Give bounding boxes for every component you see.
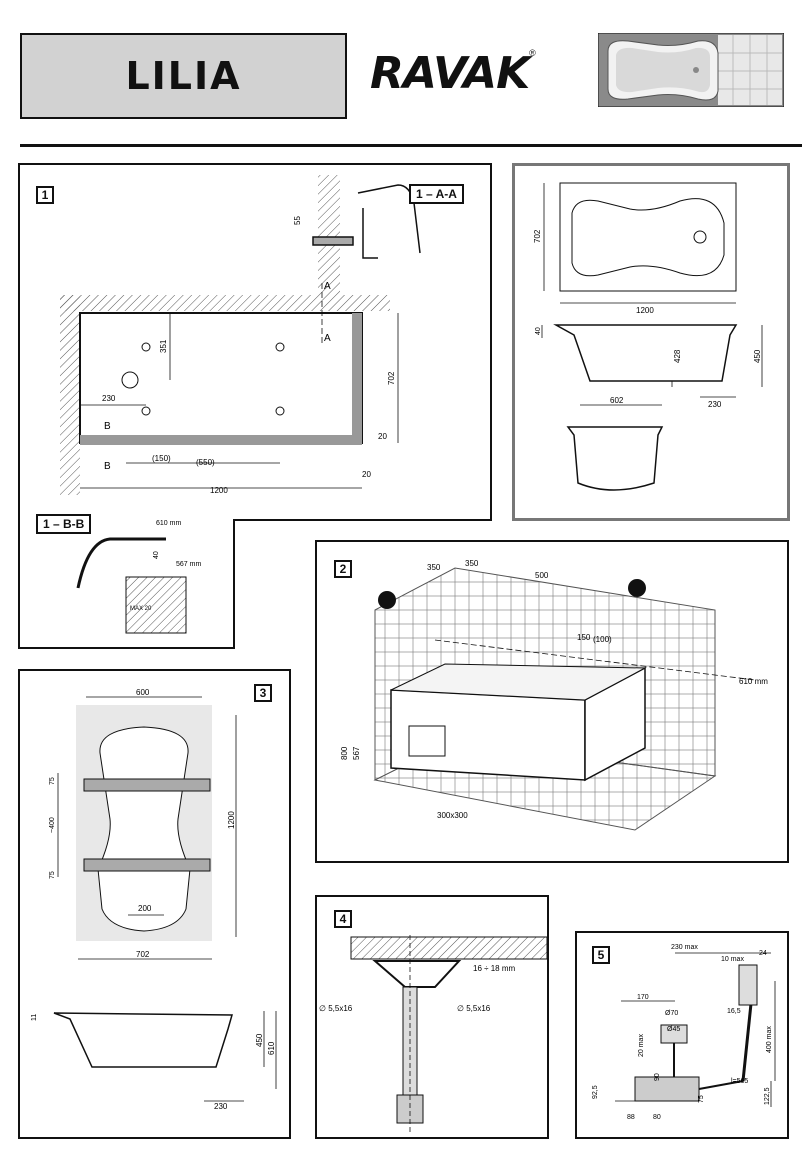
detail-aa-label: 1 – A-A bbox=[409, 184, 464, 204]
dim-100-s2: (100) bbox=[593, 635, 612, 644]
dim-400-s3: ~400 bbox=[49, 817, 56, 833]
bathtub-photo bbox=[598, 33, 784, 107]
dim-55: 55 bbox=[293, 216, 302, 225]
dim-55x16-right: ∅ 5,5x16 bbox=[457, 1004, 491, 1013]
dim-10max: 10 max bbox=[721, 956, 744, 963]
section-5-number: 5 bbox=[592, 946, 610, 964]
dim-90: 90 bbox=[654, 1073, 661, 1081]
section-2-number: 2 bbox=[334, 560, 352, 578]
dim-20a: 20 bbox=[378, 432, 387, 441]
dim-75-s5: 75 bbox=[698, 1095, 705, 1103]
dim-230: 230 bbox=[102, 394, 116, 403]
dim-24: 24 bbox=[759, 950, 767, 957]
dim-1200-tr: 1200 bbox=[636, 306, 654, 315]
dim-450-s3: 450 bbox=[255, 1033, 264, 1047]
dim-350b: 350 bbox=[465, 559, 479, 568]
section-1-panel: 55 351 702 230 (150) (550) 20 20 1200 A … bbox=[18, 163, 492, 649]
dim-550: (550) bbox=[196, 458, 215, 467]
dim-702-s3: 702 bbox=[136, 950, 150, 959]
section-4-number: 4 bbox=[334, 910, 352, 928]
dim-40-tr: 40 bbox=[535, 327, 542, 335]
dim-351: 351 bbox=[159, 339, 168, 353]
mark-b1: B bbox=[104, 421, 111, 432]
dim-428-tr: 428 bbox=[673, 349, 682, 363]
dim-l565: l=565 bbox=[731, 1078, 748, 1085]
detail-bb-label: 1 – B-B bbox=[36, 514, 92, 534]
mark-b2: B bbox=[104, 461, 111, 472]
dim-567-bb: 567 mm bbox=[176, 561, 201, 568]
dim-o45: Ø45 bbox=[667, 1026, 680, 1033]
dimensions-overview-panel: 702 1200 40 428 450 230 602 bbox=[512, 163, 790, 521]
dim-602-tr: 602 bbox=[610, 396, 624, 405]
dim-610-s3: 610 bbox=[267, 1041, 276, 1055]
dim-702-tr: 702 bbox=[533, 229, 542, 243]
dim-1200: 1200 bbox=[210, 486, 228, 495]
dim-150: (150) bbox=[152, 454, 171, 463]
dim-16-18: 16 ÷ 18 mm bbox=[473, 964, 516, 973]
dim-75b-s3: 75 bbox=[49, 871, 56, 879]
dim-1200-s3: 1200 bbox=[227, 811, 236, 829]
wall-hatch bbox=[60, 295, 390, 311]
dim-88: 88 bbox=[627, 1114, 635, 1121]
dim-max-bb: MAX 20 bbox=[130, 606, 152, 612]
dim-80: 80 bbox=[653, 1114, 661, 1121]
section-1-number: 1 bbox=[36, 186, 54, 204]
dim-450-tr: 450 bbox=[753, 349, 762, 363]
dim-610-s2: 610 mm bbox=[739, 677, 768, 686]
dim-925: 92,5 bbox=[592, 1085, 599, 1099]
section-4-panel: 16 ÷ 18 mm ∅ 5,5x16 ∅ 5,5x16 bbox=[315, 895, 549, 1139]
dim-170: 170 bbox=[637, 994, 649, 1001]
section-3-number: 3 bbox=[254, 684, 272, 702]
dim-400max: 400 max bbox=[766, 1026, 773, 1053]
section-3-panel: 600 1200 75 ~400 75 200 702 11 450 610 2… bbox=[18, 669, 291, 1139]
dim-230-tr: 230 bbox=[708, 400, 722, 409]
dim-20max: 20 max bbox=[638, 1034, 645, 1057]
dim-40-bb: 40 bbox=[153, 551, 160, 559]
dim-o70: Ø70 bbox=[665, 1010, 678, 1017]
product-title-box: LILIA bbox=[20, 33, 347, 119]
section-5-panel: 230 max 10 max 24 170 Ø70 Ø45 16,5 20 ma… bbox=[575, 931, 789, 1139]
mark-a1: A bbox=[324, 281, 331, 292]
dim-1225: 122,5 bbox=[764, 1087, 771, 1105]
section-2-panel: 350 350 500 150 (100) 610 mm 800 567 300… bbox=[315, 540, 789, 863]
dim-300x300: 300x300 bbox=[437, 811, 468, 820]
dim-165: 16,5 bbox=[727, 1008, 741, 1015]
brand-logo: RAVAK® bbox=[370, 48, 570, 108]
dim-702: 702 bbox=[387, 371, 396, 385]
header-rule bbox=[20, 144, 802, 147]
dim-20b: 20 bbox=[362, 470, 371, 479]
dim-230max: 230 max bbox=[671, 944, 698, 951]
dim-350a: 350 bbox=[427, 563, 441, 572]
dim-200-s3: 200 bbox=[138, 904, 152, 913]
dim-567-s2: 567 bbox=[352, 746, 361, 760]
dim-610-bb: 610 mm bbox=[156, 520, 181, 527]
product-title: LILIA bbox=[125, 54, 242, 98]
dim-500: 500 bbox=[535, 571, 549, 580]
brand-name: RAVAK bbox=[370, 48, 530, 99]
dim-150-s2: 150 bbox=[577, 633, 591, 642]
dim-11-s3: 11 bbox=[31, 1014, 38, 1021]
mark-a2: A bbox=[324, 333, 331, 344]
dim-600-s3: 600 bbox=[136, 688, 150, 697]
dim-75a-s3: 75 bbox=[49, 777, 56, 785]
dim-800-s2: 800 bbox=[340, 746, 349, 760]
dim-55x16-left: ∅ 5,5x16 bbox=[319, 1004, 353, 1013]
dim-230-s3: 230 bbox=[214, 1102, 228, 1111]
registered-mark: ® bbox=[529, 48, 536, 58]
